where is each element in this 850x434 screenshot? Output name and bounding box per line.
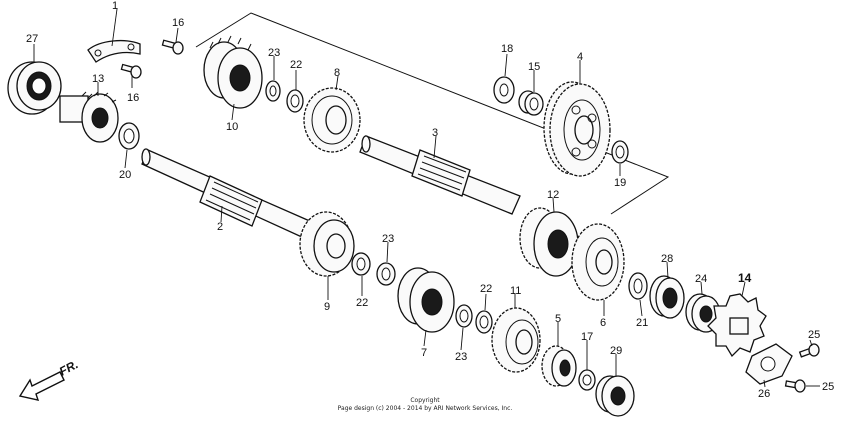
bolt-16a[interactable] [161,39,184,55]
gear-8[interactable] [303,87,361,153]
bolt-25b[interactable] [784,379,806,393]
label-part-19[interactable]: 19 [614,177,626,189]
label-part-16a[interactable]: 16 [172,17,184,29]
washer-22b[interactable] [351,252,371,276]
label-part-8[interactable]: 8 [334,67,340,79]
label-part-23a[interactable]: 23 [268,47,280,59]
label-part-1[interactable]: 1 [112,0,118,12]
label-part-5[interactable]: 5 [555,313,561,325]
gear-11[interactable] [491,307,541,373]
label-part-2[interactable]: 2 [217,221,223,233]
label-part-3[interactable]: 3 [432,127,438,139]
mainshaft-2[interactable] [141,148,313,239]
label-part-26[interactable]: 26 [758,388,770,400]
sprocket-14[interactable] [707,293,767,358]
leader-lines [33,8,820,388]
gear-5[interactable] [541,345,577,387]
bolt-16b[interactable] [120,63,142,79]
label-part-23c[interactable]: 23 [455,351,467,363]
label-part-13[interactable]: 13 [92,73,104,85]
bearing-28[interactable] [649,275,685,319]
label-part-11[interactable]: 11 [510,285,521,297]
label-part-28[interactable]: 28 [661,253,673,265]
bearing-29[interactable] [595,375,635,417]
gear-10[interactable] [203,35,263,109]
gear-9[interactable] [299,211,355,277]
label-part-15[interactable]: 15 [528,61,540,73]
label-part-6[interactable]: 6 [600,317,606,329]
washer-22c[interactable] [475,310,493,334]
label-part-29[interactable]: 29 [610,345,622,357]
label-part-21[interactable]: 21 [636,317,648,329]
washer-18[interactable] [493,76,515,104]
circlip-21[interactable] [628,272,648,300]
label-part-23b[interactable]: 23 [382,233,394,245]
label-part-4[interactable]: 4 [577,51,583,63]
washer-17[interactable] [578,369,596,391]
assembly-outline [195,12,670,215]
label-part-27[interactable]: 27 [26,33,38,45]
washer-22a[interactable] [286,89,304,113]
label-part-22c[interactable]: 22 [480,283,492,295]
countershaft-3[interactable] [359,135,521,215]
label-part-14[interactable]: 14 [738,271,752,285]
retainer-plate-26[interactable] [745,343,793,385]
label-part-24[interactable]: 24 [695,273,707,285]
label-part-22b[interactable]: 22 [356,297,368,309]
label-part-17[interactable]: 17 [581,331,593,343]
label-part-22a[interactable]: 22 [290,59,302,71]
bracket-1[interactable] [87,39,141,63]
label-part-12[interactable]: 12 [547,189,559,201]
gear-7[interactable] [397,267,455,333]
label-part-25a[interactable]: 25 [808,329,820,341]
label-part-25b[interactable]: 25 [822,381,834,393]
bearing-27[interactable] [7,61,62,115]
label-part-9[interactable]: 9 [324,301,330,313]
copyright-line-2: Page design (c) 2004 - 2014 by ARI Netwo… [338,405,513,412]
washer-23a[interactable] [265,80,281,102]
label-part-18[interactable]: 18 [501,43,513,55]
washer-23b[interactable] [376,262,396,286]
copyright-notice: Copyright Page design (c) 2004 - 2014 by… [338,397,513,412]
part-labels: 1 2 3 4 5 6 7 8 9 10 11 12 13 14 15 16 1… [26,0,834,400]
circlip-19[interactable] [611,140,629,164]
front-arrow-icon [18,371,65,401]
bolt-25a[interactable] [798,343,820,358]
copyright-line-1: Copyright [410,397,440,404]
bushing-15[interactable] [518,90,544,116]
gear-6[interactable] [571,223,625,301]
gear-4[interactable] [543,81,611,177]
label-part-20[interactable]: 20 [119,169,131,181]
gear-13[interactable] [59,91,119,143]
label-part-16b[interactable]: 16 [127,92,139,104]
washer-23c[interactable] [455,304,473,328]
front-direction-indicator: FR. [18,357,80,401]
gear-12[interactable] [519,207,579,277]
label-part-7[interactable]: 7 [421,347,427,359]
washer-20[interactable] [118,122,140,150]
label-part-10[interactable]: 10 [226,121,238,133]
